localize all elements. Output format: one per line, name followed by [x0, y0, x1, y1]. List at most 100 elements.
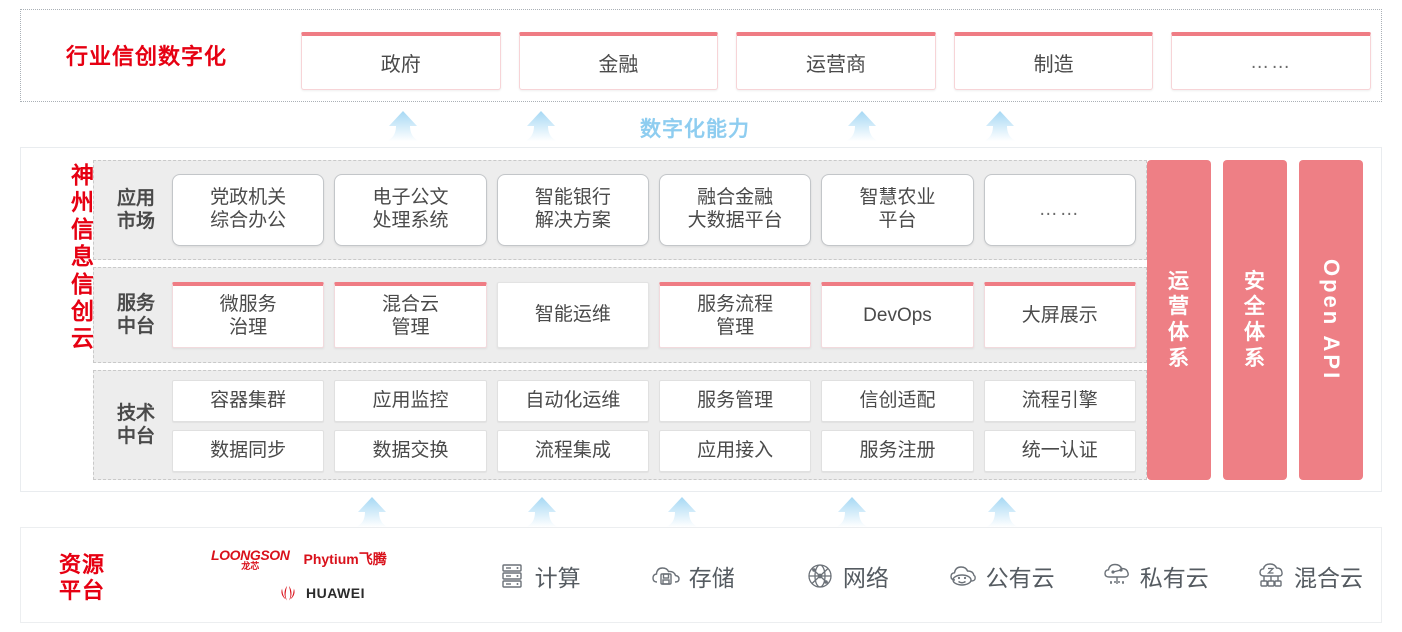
service-cell-service-process-management[interactable]: 服务流程 管理 — [658, 282, 812, 348]
industry-band-title: 行业信创数字化 — [66, 44, 228, 69]
cell-line: 大数据平台 — [687, 210, 783, 231]
layer-label-line: 应用 — [116, 187, 155, 209]
up-arrow-icon — [355, 496, 389, 528]
layer-label-technology-platform: 技术 中台 — [110, 402, 162, 448]
up-arrow-icon — [665, 496, 699, 528]
cloud-title-char: 神 — [71, 162, 95, 188]
application-market-cells: 党政机关 综合办公 电子公文 处理系统 智能银行 解决方案 融合金融 大数据平台 — [172, 174, 1136, 246]
app-cell-fintech-bigdata-platform[interactable]: 融合金融 大数据平台 — [658, 174, 812, 246]
tech-cell-process-integration[interactable]: 流程集成 — [496, 430, 649, 472]
tech-cell-service-management[interactable]: 服务管理 — [658, 380, 812, 422]
service-cell-microservice-governance[interactable]: 微服务 治理 — [172, 282, 325, 348]
industry-box-finance[interactable]: 金融 — [518, 32, 719, 90]
service-cell-devops[interactable]: DevOps — [821, 282, 974, 348]
pillar-label: Open API — [1319, 258, 1344, 382]
tech-cell-service-registry[interactable]: 服务注册 — [821, 430, 974, 472]
resource-item-label: 公有云 — [985, 565, 1055, 591]
technology-platform-cells: 容器集群 应用监控 自动化运维 服务管理 信创适配 流程引擎 数据同步 数据交换… — [172, 380, 1136, 472]
vendor-logo-group: LOONGSON 龙芯 Phytium飞腾 HUA — [211, 544, 431, 608]
resource-item-hybrid-cloud[interactable]: 混合云 — [1247, 559, 1371, 593]
tech-cell-data-exchange[interactable]: 数据交换 — [334, 430, 487, 472]
cell-line: 管理 — [716, 316, 755, 338]
pillar-char: 系 — [1168, 346, 1190, 370]
pillar-char: 运 — [1168, 269, 1190, 293]
layer-application-market: 应用 市场 党政机关 综合办公 电子公文 处理系统 智能银行 解决方案 — [93, 160, 1147, 260]
hybrid-cloud-icon — [1255, 560, 1287, 592]
resource-item-storage[interactable]: 存储 — [630, 559, 754, 593]
service-cell-intelligent-ops[interactable]: 智能运维 — [496, 282, 649, 348]
cloud-storage-icon — [650, 560, 682, 592]
pillar-open-api[interactable]: Open API — [1299, 160, 1363, 480]
pillar-operations-system[interactable]: 运 营 体 系 — [1147, 160, 1211, 480]
pillar-security-system[interactable]: 安 全 体 系 — [1223, 160, 1287, 480]
app-cell-edoc-system[interactable]: 电子公文 处理系统 — [334, 174, 487, 246]
cloud-title-char: 信 — [71, 270, 95, 297]
industry-box-manufacturing[interactable]: 制造 — [953, 32, 1154, 90]
industry-digitalization-band: 行业信创数字化 政府 金融 运营商 制造 …… — [20, 9, 1382, 102]
industry-box-more[interactable]: …… — [1171, 32, 1371, 90]
huawei-logo-text: HUAWEI — [306, 585, 365, 601]
resource-item-network[interactable]: 网络 — [784, 559, 908, 593]
up-arrow-icon — [985, 496, 1019, 528]
app-cell-more[interactable]: …… — [983, 174, 1136, 246]
public-cloud-icon — [947, 560, 979, 592]
up-arrow-icon — [386, 110, 420, 142]
loongson-logo-cn: 龙芯 — [241, 560, 260, 571]
tech-cell-container-cluster[interactable]: 容器集群 — [172, 380, 325, 422]
layer-label-line: 中台 — [116, 426, 155, 447]
layer-label-service-platform: 服务 中台 — [110, 292, 162, 338]
resource-item-label: 存储 — [688, 565, 735, 591]
cloud-title-char: 信 — [71, 216, 95, 243]
cell-line: 融合金融 — [697, 187, 774, 209]
cell-line: 解决方案 — [534, 210, 611, 231]
tech-cell-application-access[interactable]: 应用接入 — [658, 430, 812, 472]
layer-technology-platform: 技术 中台 容器集群 应用监控 自动化运维 服务管理 信创适配 流程引擎 数据同… — [93, 370, 1147, 480]
capability-label: 数字化能力 — [640, 118, 750, 141]
industry-box-government[interactable]: 政府 — [301, 32, 501, 90]
cloud-title-char: 创 — [71, 297, 95, 324]
vertical-pillar-list: 运 营 体 系 安 全 体 系 Open API — [1147, 160, 1363, 480]
layer-label-line: 技术 — [116, 402, 155, 424]
layer-label-line: 服务 — [116, 292, 155, 314]
cloud-vertical-title: 神 州 信 息 信 创 云 — [61, 162, 105, 352]
service-cell-large-screen-display[interactable]: 大屏展示 — [983, 282, 1136, 348]
resource-item-private-cloud[interactable]: 私有云 — [1093, 559, 1217, 593]
app-cell-smart-bank-solution[interactable]: 智能银行 解决方案 — [496, 174, 649, 246]
up-arrow-icon — [524, 110, 558, 142]
resource-item-label: 混合云 — [1293, 565, 1363, 591]
resource-item-label: 网络 — [842, 565, 889, 591]
cell-line: 管理 — [391, 316, 430, 338]
cell-line: 智能银行 — [534, 187, 611, 209]
service-cell-hybrid-cloud-management[interactable]: 混合云 管理 — [334, 282, 487, 348]
cloud-title-char: 息 — [71, 243, 95, 270]
loongson-logo: LOONGSON 龙芯 — [211, 548, 290, 571]
cell-line: 治理 — [229, 316, 268, 338]
layer-label-line: 中台 — [116, 316, 155, 337]
tech-cell-process-engine[interactable]: 流程引擎 — [983, 380, 1136, 422]
industry-box-list: 政府 金融 运营商 制造 …… — [301, 32, 1371, 90]
resource-item-public-cloud[interactable]: 公有云 — [939, 559, 1063, 593]
tech-cell-xinchuang-adaptation[interactable]: 信创适配 — [821, 380, 974, 422]
tech-cell-data-sync[interactable]: 数据同步 — [172, 430, 325, 472]
cell-line: 综合办公 — [210, 210, 287, 231]
tech-cell-unified-authentication[interactable]: 统一认证 — [983, 430, 1136, 472]
resource-item-compute[interactable]: 计算 — [476, 559, 600, 593]
private-cloud-icon — [1101, 560, 1133, 592]
app-cell-smart-agriculture-platform[interactable]: 智慧农业 平台 — [821, 174, 974, 246]
layer-label-line: 市场 — [116, 211, 155, 232]
app-cell-party-government-office[interactable]: 党政机关 综合办公 — [172, 174, 325, 246]
pillar-char: 营 — [1168, 295, 1190, 319]
cloud-title-char: 云 — [71, 324, 95, 351]
cell-line: 党政机关 — [210, 187, 287, 209]
huawei-logo-icon — [277, 584, 299, 602]
tech-cell-application-monitoring[interactable]: 应用监控 — [334, 380, 487, 422]
industry-box-operator[interactable]: 运营商 — [736, 32, 936, 90]
tech-cell-automated-ops[interactable]: 自动化运维 — [496, 380, 649, 422]
cell-line: 服务流程 — [697, 293, 774, 315]
pillar-char: 系 — [1244, 346, 1266, 370]
resource-item-label: 私有云 — [1139, 565, 1209, 591]
service-platform-cells: 微服务 治理 混合云 管理 智能运维 服务流程 管理 DevOps 大屏展示 — [172, 282, 1136, 348]
resource-platform-container: 资源 平台 LOONGSON 龙芯 Phytium飞腾 — [20, 527, 1382, 623]
cell-line: 平台 — [878, 210, 917, 231]
